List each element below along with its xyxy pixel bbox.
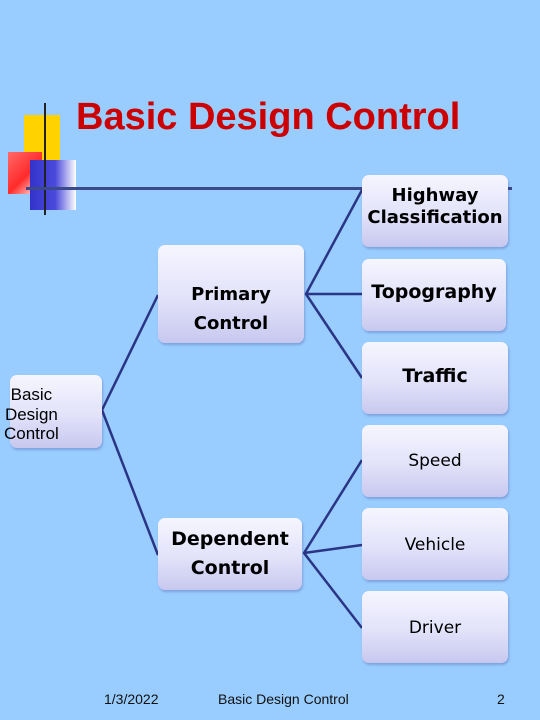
node-vehicle: Vehicle [362,508,508,580]
decor-vertical-line [44,103,46,215]
node-vehicle-label: Vehicle [404,535,466,555]
title-underline [26,187,512,190]
node-driver-label: Driver [408,618,462,638]
node-speed-label: Speed [408,451,462,471]
node-primary-control-label: Primary Control [191,284,271,334]
node-speed: Speed [362,425,508,497]
node-topography: Topography [362,259,506,331]
node-primary-control: Primary Control [158,245,304,343]
footer-page-number: 2 [497,691,505,707]
node-highway-classification-label: Highway Classification [367,185,503,228]
connector-dependent-children [302,459,364,629]
slide-title: Basic Design Control [76,96,461,138]
node-driver: Driver [362,591,508,663]
node-topography-label: Topography [371,281,497,303]
node-basic-design-control-label: Basic Design Control [4,385,59,444]
connector-primary-children [304,189,364,379]
node-basic-design-control: Basic Design Control [4,375,102,448]
footer-date: 1/3/2022 [104,691,159,707]
node-traffic-label: Traffic [402,365,468,387]
connector-dependent-vehicle [303,543,363,555]
footer-title: Basic Design Control [218,691,349,707]
connector-root-primary [100,294,160,556]
node-dependent-control: Dependent Control [158,518,302,590]
decor-blue-square [30,160,76,210]
node-highway-classification: Highway Classification [362,175,508,247]
node-traffic: Traffic [362,342,508,414]
node-dependent-control-label: Dependent Control [171,527,289,579]
